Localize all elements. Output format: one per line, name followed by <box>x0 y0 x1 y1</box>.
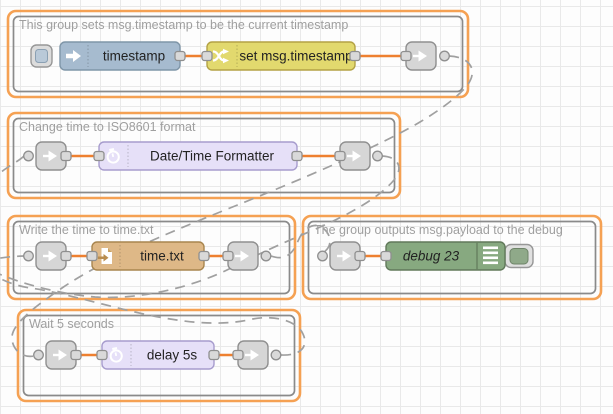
link-out-virtual-port[interactable] <box>260 250 272 262</box>
group-debug-output[interactable]: The group outputs msg.payload to the deb… <box>301 214 603 301</box>
node-inject[interactable]: timestamp <box>59 41 186 71</box>
node-label: Date/Time Formatter <box>150 149 275 164</box>
change-output-port[interactable] <box>349 50 361 62</box>
link-out-icon <box>245 349 259 361</box>
link-in-output-port[interactable] <box>60 250 72 262</box>
file-output-port[interactable] <box>198 250 210 262</box>
link-out-virtual-port[interactable] <box>270 349 282 361</box>
node-file[interactable]: time.txt <box>86 241 210 271</box>
node-label: debug 23 <box>403 249 460 264</box>
node-label: delay 5s <box>147 348 198 363</box>
node-debug[interactable]: debug 23 <box>380 241 506 271</box>
link-in-output-port[interactable] <box>60 150 72 162</box>
link-in-output-port[interactable] <box>70 349 82 361</box>
link-out-input-port[interactable] <box>222 250 234 262</box>
group-title: This group sets msg.timestamp to be the … <box>19 18 348 32</box>
node-link-out-1[interactable] <box>400 41 450 71</box>
link-wire-timestamp-to-delay[interactable] <box>11 55 473 358</box>
link-in-icon <box>43 250 57 262</box>
link-in-virtual-port[interactable] <box>23 250 34 262</box>
link-wire-formatter-to-file[interactable] <box>0 155 400 299</box>
node-link-in-3[interactable] <box>23 241 72 271</box>
node-label: time.txt <box>140 249 184 264</box>
group-title: The group outputs msg.payload to the deb… <box>314 223 563 237</box>
node-delay[interactable]: delay 5s <box>96 340 220 370</box>
debug-toggle-button[interactable] <box>504 243 534 269</box>
debug-sidebar-icon <box>483 246 498 265</box>
link-out-icon <box>413 50 427 62</box>
node-link-in-2[interactable] <box>23 141 72 171</box>
link-out-virtual-port[interactable] <box>439 50 450 62</box>
link-out-input-port[interactable] <box>232 349 244 361</box>
node-label: timestamp <box>103 49 165 64</box>
link-wire-delay-to-formatter[interactable] <box>0 155 306 356</box>
node-change[interactable]: set msg.timestamp <box>201 41 361 71</box>
inject-output-port[interactable] <box>174 50 186 62</box>
group-title: Write the time to time.txt <box>19 223 154 237</box>
link-in-virtual-port[interactable] <box>23 150 34 162</box>
link-in-icon <box>53 349 67 361</box>
link-in-icon <box>337 250 351 262</box>
delay-output-port[interactable] <box>208 349 220 361</box>
change-input-port[interactable] <box>201 50 213 62</box>
group-iso8601[interactable]: Change time to ISO8601 format <box>6 111 402 200</box>
node-link-out-2[interactable] <box>334 141 383 171</box>
debug-input-port[interactable] <box>380 250 392 262</box>
node-datetime-formatter[interactable]: Date/Time Formatter <box>93 141 303 171</box>
timer-icon <box>109 346 123 363</box>
inject-button[interactable] <box>30 44 53 68</box>
change-icon <box>212 48 229 64</box>
link-in-virtual-port[interactable] <box>317 250 328 262</box>
link-out-input-port[interactable] <box>334 150 346 162</box>
group-title: Change time to ISO8601 format <box>19 120 196 134</box>
delay-input-port[interactable] <box>96 349 108 361</box>
link-in-virtual-port[interactable] <box>33 349 44 361</box>
file-input-port[interactable] <box>86 250 98 262</box>
link-in-icon <box>43 150 57 162</box>
formatter-input-port[interactable] <box>93 150 105 162</box>
timer-icon <box>106 147 120 164</box>
node-link-out-3[interactable] <box>222 241 272 271</box>
link-out-input-port[interactable] <box>400 50 412 62</box>
inject-icon <box>66 50 81 62</box>
link-out-icon <box>347 150 361 162</box>
group-set-timestamp[interactable]: This group sets msg.timestamp to be the … <box>6 9 470 99</box>
node-link-out-5[interactable] <box>232 340 282 370</box>
file-icon <box>98 248 112 264</box>
group-title: Wait 5 seconds <box>29 317 114 331</box>
formatter-output-port[interactable] <box>291 150 303 162</box>
node-label: set msg.timestamp <box>239 49 352 64</box>
node-link-in-5[interactable] <box>33 340 82 370</box>
node-link-in-4[interactable] <box>317 241 366 271</box>
link-wire-file-to-debug[interactable] <box>270 224 331 259</box>
link-in-output-port[interactable] <box>354 250 366 262</box>
link-out-icon <box>235 250 249 262</box>
link-out-virtual-port[interactable] <box>372 150 383 162</box>
